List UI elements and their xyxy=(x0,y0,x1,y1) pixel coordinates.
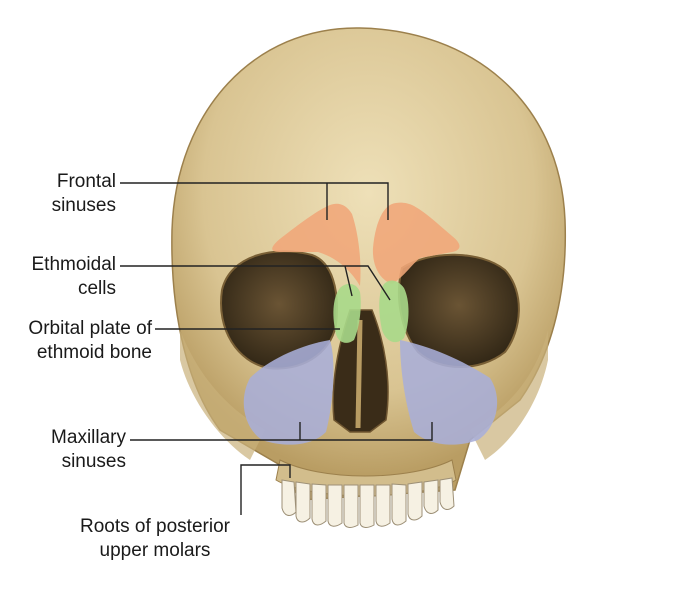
tooth xyxy=(295,481,311,523)
orbit-right xyxy=(397,253,520,368)
leader-maxillary xyxy=(130,422,433,441)
leader-ethmoidal xyxy=(120,265,391,301)
zygomatic-left xyxy=(180,330,265,460)
nasal-septum xyxy=(355,319,363,429)
label-molar-roots: Roots of posterior upper molars xyxy=(60,515,250,563)
maxillary-sinus-right xyxy=(400,340,498,445)
label-maxillary-sinuses: Maxillary sinuses xyxy=(0,426,126,474)
label-line: sinuses xyxy=(61,451,126,472)
tooth xyxy=(343,484,359,528)
upper-teeth xyxy=(281,477,455,528)
label-line: Roots of posterior xyxy=(80,516,230,537)
tooth xyxy=(359,484,375,528)
tooth xyxy=(407,481,423,521)
tooth xyxy=(375,484,391,527)
label-line: cells xyxy=(77,278,116,299)
label-line: Frontal xyxy=(56,171,116,192)
label-line: ethmoid bone xyxy=(36,342,152,363)
tooth xyxy=(311,483,327,526)
label-line: Maxillary xyxy=(51,427,126,448)
ethmoidal-cells-left xyxy=(333,283,361,343)
tooth xyxy=(327,484,343,527)
maxillary-sinus-left xyxy=(243,340,334,445)
frontal-sinus-left xyxy=(272,203,361,286)
tooth xyxy=(439,477,455,510)
leader-lines xyxy=(120,182,433,515)
label-ethmoidal-cells: Ethmoidal cells xyxy=(0,253,117,301)
label-line: upper molars xyxy=(99,540,211,561)
label-line: sinuses xyxy=(51,195,116,216)
leader-molars xyxy=(240,464,291,515)
label-frontal-sinuses: Frontal sinuses xyxy=(0,170,116,218)
label-line: Orbital plate of xyxy=(28,318,152,339)
tooth xyxy=(281,479,297,516)
label-line: Ethmoidal xyxy=(31,254,117,275)
label-orbital-plate: Orbital plate of ethmoid bone xyxy=(0,317,152,365)
tooth xyxy=(391,483,407,526)
tooth xyxy=(423,479,439,514)
leader-frontal xyxy=(120,182,389,220)
frontal-sinus-right xyxy=(372,202,460,284)
